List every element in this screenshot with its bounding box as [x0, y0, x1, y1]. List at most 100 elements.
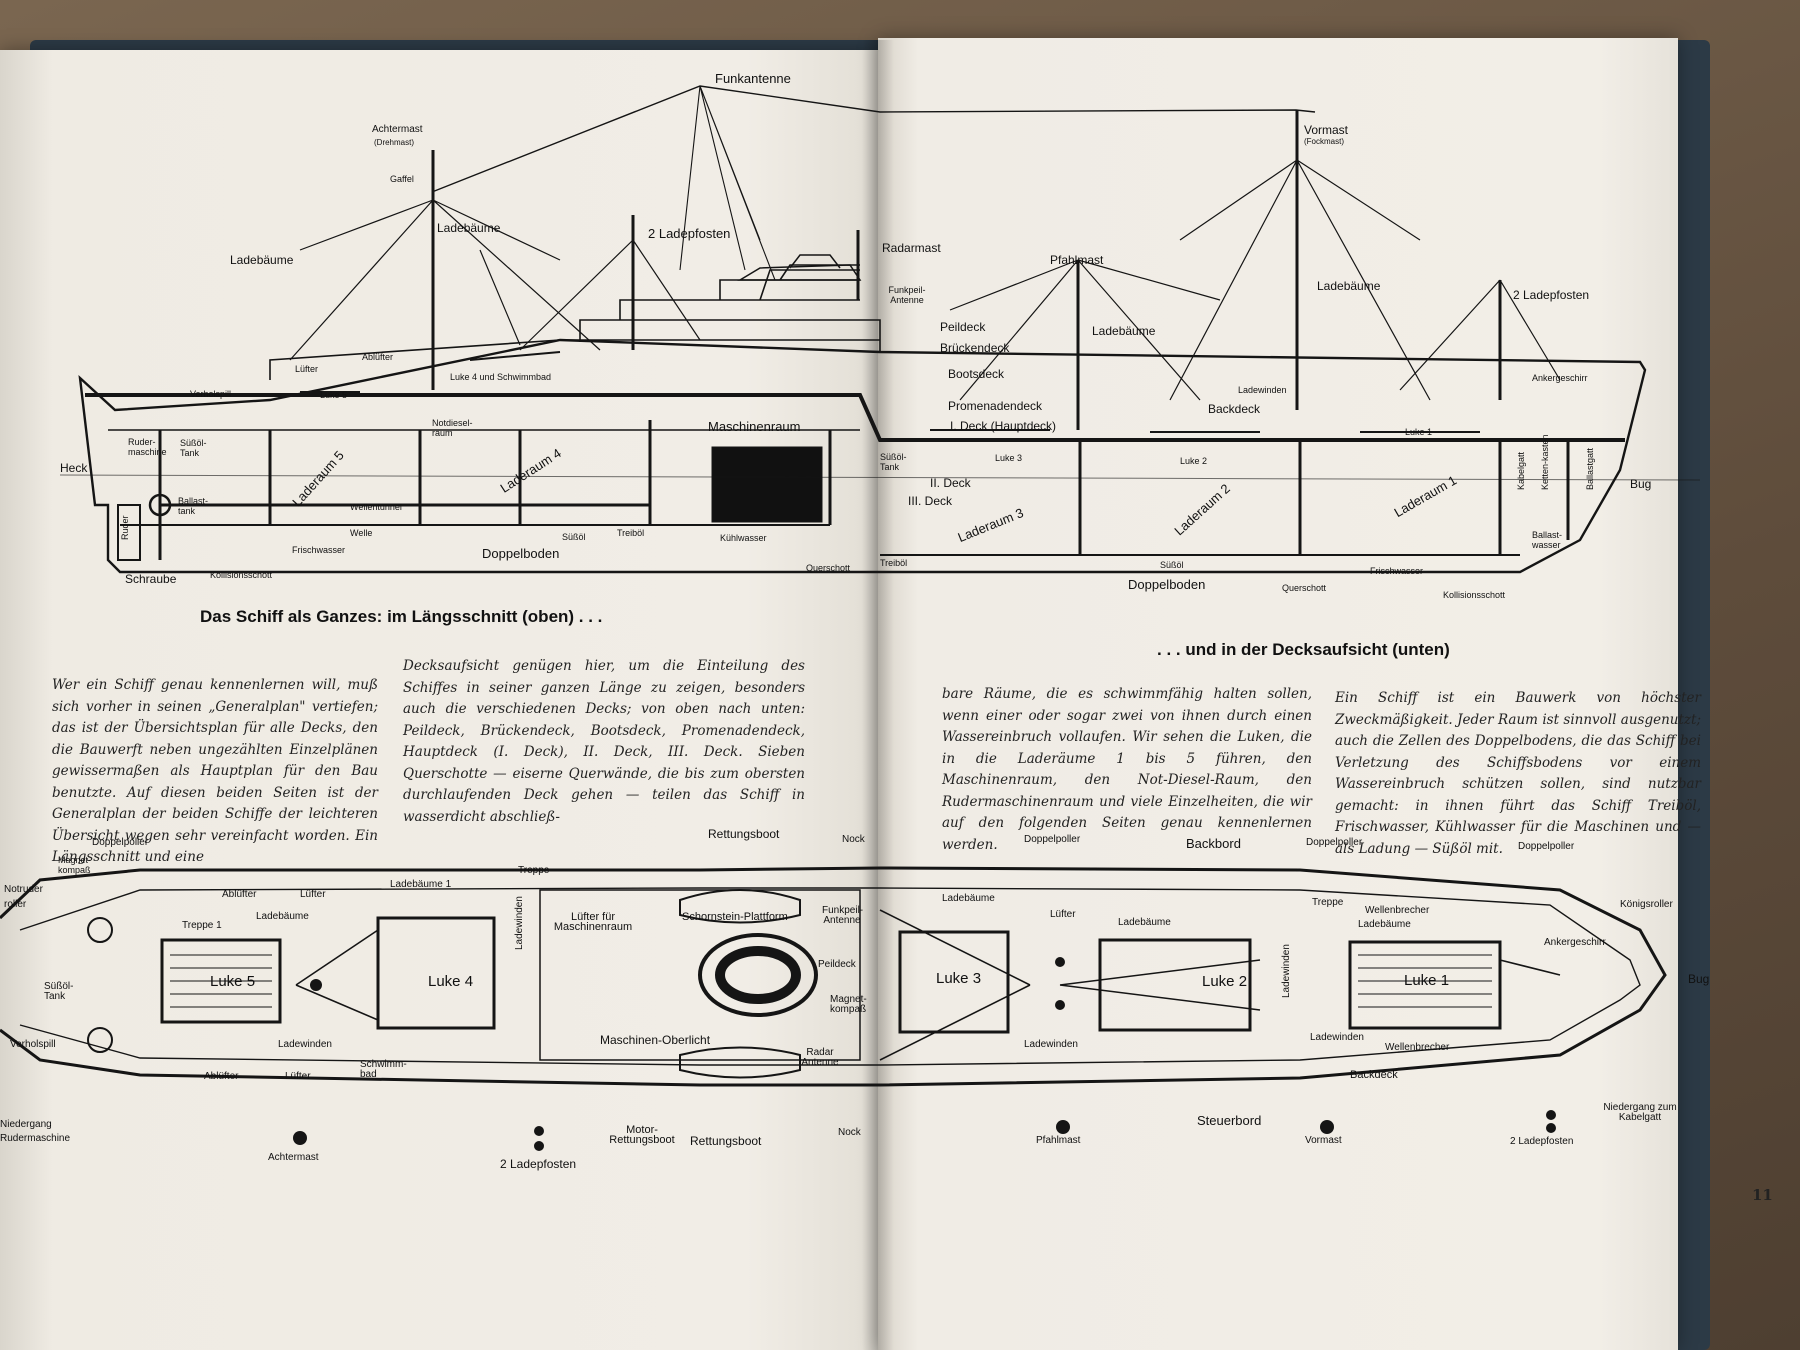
- label-achtermast-sub: (Drehmast): [374, 138, 415, 147]
- lifeboat-bottom: [679, 1046, 801, 1079]
- label-suessoel-bottom2: Süßöl: [1160, 560, 1184, 570]
- label-2-ladepfosten-left: 2 Ladepfosten: [648, 226, 731, 241]
- label-luke3-section: Luke 3: [995, 453, 1023, 463]
- label-deck-3: III. Deck: [908, 494, 953, 508]
- label-steuerbord: Steuerbord: [1197, 1113, 1262, 1128]
- deck-plan-outline: [0, 866, 1667, 1087]
- label-ladebaeume-plan-3: Ladebäume: [942, 893, 995, 904]
- label-ruder: Ruder: [120, 515, 130, 540]
- label-deck-2: II. Deck: [930, 476, 971, 490]
- label-schraube: Schraube: [125, 572, 177, 586]
- label-treppe-1: Treppe 1: [182, 920, 222, 931]
- label-querschott-left: Querschott: [806, 563, 851, 573]
- label-vormast-plan: Vormast: [1305, 1135, 1342, 1146]
- label-2-ladepfosten-plan-2: 2 Ladepfosten: [1510, 1136, 1574, 1147]
- label-treiboel2: Treiböl: [880, 558, 908, 568]
- text-column-3: bare Räume, die es schwimmfähig halten s…: [942, 686, 1312, 853]
- page-number: 11: [1752, 1186, 1773, 1204]
- label-suessoel-tank-right: Süßöl-Tank: [880, 452, 907, 472]
- label-nock-bottom: Nock: [838, 1127, 861, 1138]
- main-deck-line: [85, 393, 1625, 442]
- label-frischwasser-section2: Frischwasser: [1370, 566, 1424, 576]
- label-luke1-section: Luke 1: [1405, 427, 1433, 437]
- label-luke3: Luke 3: [936, 970, 982, 987]
- achtermast-dot: [293, 1131, 307, 1145]
- label-doppelpoller-2: Doppelpoller: [1024, 834, 1081, 845]
- label-rettungsboot-plan: Rettungsboot: [690, 1134, 762, 1148]
- label-treiboel1: Treiböl: [617, 528, 645, 538]
- text-column-4: Ein Schiff ist ein Bauwerk von höchster …: [1335, 690, 1701, 857]
- label-schornstein-plattform: Schornstein-Plattform: [682, 911, 788, 923]
- double-bottom-line: [120, 524, 1520, 556]
- label-peildeck: Peildeck: [940, 320, 986, 334]
- label-luefter-maschinenraum: Lüfter für Maschinenraum: [553, 911, 633, 933]
- label-magnetkompass-1: Magnet-kompaß: [58, 855, 92, 875]
- label-luke4-schwimmbad: Luke 4 und Schwimmbad: [450, 372, 552, 382]
- label-ladebaeume-1: Ladebäume 1: [390, 879, 452, 890]
- text-column-2: Decksaufsicht genügen hier, um die Einte…: [403, 658, 805, 825]
- label-brueckendeck: Brückendeck: [940, 341, 1010, 355]
- label-kuehlwasser: Kühlwasser: [720, 533, 767, 543]
- label-koenigsroller: Königsroller: [1620, 899, 1673, 910]
- label-pfahlmast: Pfahlmast: [1050, 253, 1104, 267]
- label-niedergang: Niedergang: [0, 1119, 52, 1130]
- label-doppelpoller-3: Doppelpoller: [1306, 837, 1363, 848]
- label-ladebaeume-plan-1: Ladebäume: [256, 911, 309, 922]
- label-2-ladepfosten-plan-1: 2 Ladepfosten: [500, 1157, 577, 1171]
- label-ballastwasser: Ballast-wasser: [1532, 530, 1563, 550]
- label-ablufter-1: Ablüfter: [222, 889, 257, 900]
- label-luke1: Luke 1: [1404, 972, 1450, 989]
- label-luke2-section: Luke 2: [1180, 456, 1208, 466]
- label-ballasttank: Ballast-tank: [178, 496, 209, 516]
- label-ankergeschirr: Ankergeschirr: [1544, 937, 1606, 948]
- vormast-dot: [1320, 1120, 1334, 1134]
- funkantenne-wire: [431, 85, 1316, 193]
- label-ladewinden-plan-2: Ladewinden: [514, 896, 525, 950]
- label-suessoel-tank-section: Süßöl-Tank: [180, 438, 207, 458]
- label-ladebaeume-plan-5: Ladebäume: [1358, 919, 1411, 930]
- label-achtermast: Achtermast: [372, 124, 423, 135]
- label-funkpeil-antenne-plan: Funkpeil-Antenne: [822, 905, 864, 926]
- label-heck: Heck: [60, 461, 88, 475]
- label-backbord: Backbord: [1186, 836, 1241, 851]
- label-notruder: Notruder: [4, 884, 43, 895]
- luke1-outline: [1348, 940, 1502, 1030]
- left-page: [0, 50, 878, 1350]
- label-luke2: Luke 2: [1202, 973, 1248, 990]
- label-ablufter-section: Ablüfter: [362, 352, 394, 362]
- label-bug-section: Bug: [1630, 477, 1652, 491]
- luke2-outline: [1098, 938, 1252, 1032]
- label-magnetkompass-2: Magnet-kompaß: [830, 994, 867, 1015]
- label-maschinenraum: Maschinenraum: [708, 419, 801, 434]
- label-wellenbrecher-1: Wellenbrecher: [1365, 905, 1430, 916]
- label-verholspill-section: Verholspill: [190, 389, 232, 399]
- label-ladebaeume-right1: Ladebäume: [1092, 324, 1156, 338]
- label-ankergeschirr-section: Ankergeschirr: [1532, 373, 1588, 383]
- label-ladewinden-section: Ladewinden: [1238, 385, 1287, 395]
- pfahlmast-dot: [1056, 1120, 1070, 1134]
- text-column-1: Wer ein Schiff genau kennenlernen will, …: [52, 677, 378, 865]
- book-gutter: [862, 40, 894, 1350]
- label-2-ladepfosten-right: 2 Ladepfosten: [1513, 288, 1590, 302]
- label-funkpeil-antenne: Funkpeil-Antenne: [888, 285, 926, 305]
- label-ladebaeume-plan-4: Ladebäume: [1118, 917, 1171, 928]
- label-ladewinden-plan-4: Ladewinden: [1281, 944, 1292, 998]
- label-ladewinden-plan-1: Ladewinden: [278, 1039, 332, 1050]
- label-deck-1: I. Deck (Hauptdeck): [950, 419, 1057, 433]
- label-kollisionsschott-left: Kollisionsschott: [210, 570, 273, 580]
- label-rettungsboot-top: Rettungsboot: [708, 827, 780, 841]
- label-doppelboden-left: Doppelboden: [482, 546, 560, 561]
- label-notdieselraum: Notdiesel-raum: [432, 418, 473, 438]
- label-luke4: Luke 4: [428, 973, 474, 990]
- label-kollisionsschott-right: Kollisionsschott: [1443, 590, 1506, 600]
- label-welle: Welle: [350, 528, 373, 538]
- label-bug-plan: Bug: [1688, 972, 1710, 986]
- label-treppe-plan: Treppe: [518, 865, 550, 876]
- superstructure: [269, 264, 881, 380]
- label-ladewinden-plan-5: Ladewinden: [1310, 1032, 1364, 1043]
- label-ladebaeume-left: Ladebäume: [230, 253, 294, 267]
- label-pfahlmast-plan: Pfahlmast: [1036, 1135, 1081, 1146]
- label-luefter-section: Lüfter: [295, 364, 319, 374]
- caption-right: . . . und in der Decksaufsicht (unten): [1157, 640, 1450, 659]
